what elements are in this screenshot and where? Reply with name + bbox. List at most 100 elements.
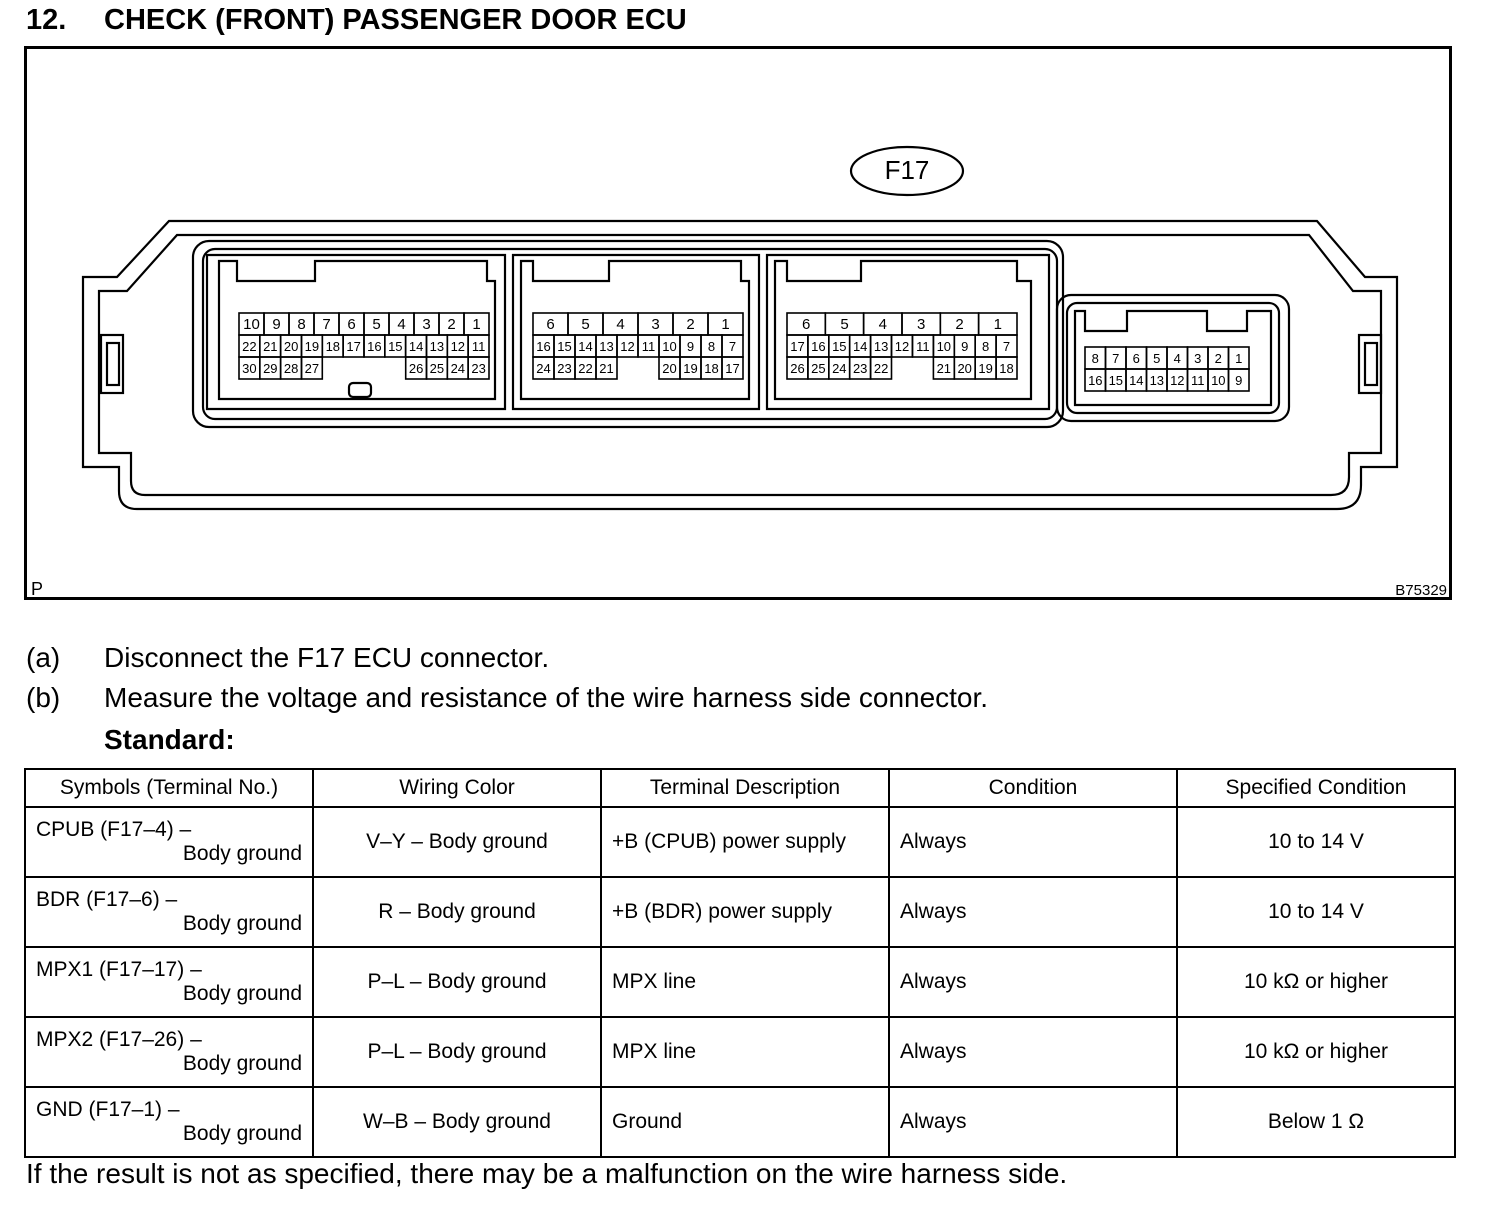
- pin-number: 23: [557, 361, 571, 376]
- pin-number: 21: [263, 339, 277, 354]
- pin-number: 2: [447, 316, 455, 333]
- pin-number: 14: [409, 339, 423, 354]
- pin-number: 10: [937, 339, 951, 354]
- right-clip-inner: [1363, 341, 1379, 387]
- ground-text: Body ground: [182, 842, 302, 865]
- pin-number: 24: [832, 361, 846, 376]
- symbol-text: BDR (F17–6) –: [36, 888, 178, 911]
- pin-number: 3: [1194, 351, 1201, 366]
- header-specified: Specified Condition: [1176, 768, 1456, 808]
- pin-number: 20: [957, 361, 971, 376]
- cell-description: MPX line: [600, 946, 890, 1018]
- cell-description: +B (CPUB) power supply: [600, 806, 890, 878]
- cell-description: MPX line: [600, 1016, 890, 1088]
- main-shell-outer: [191, 239, 1065, 429]
- pin-number: 17: [725, 361, 739, 376]
- connector-label-ellipse: [849, 145, 965, 197]
- pin-number: 3: [917, 316, 925, 333]
- pin-number: 5: [581, 316, 589, 333]
- pin-number: 26: [790, 361, 804, 376]
- pin-number: 9: [687, 339, 694, 354]
- pin-number: 16: [1088, 373, 1102, 388]
- pin-number: 12: [1170, 373, 1184, 388]
- cell-condition: Always: [888, 1086, 1178, 1158]
- pin-number: 6: [802, 316, 810, 333]
- cell-specified: 10 to 14 V: [1176, 806, 1456, 878]
- cell-wiring: P–L – Body ground: [312, 946, 602, 1018]
- step-a: (a)Disconnect the F17 ECU connector.: [26, 642, 549, 674]
- pin-number: 13: [874, 339, 888, 354]
- pin-number: 15: [388, 339, 402, 354]
- pin-number: 12: [895, 339, 909, 354]
- pin-number: 25: [811, 361, 825, 376]
- cell-symbol: CPUB (F17–4) –Body ground: [24, 806, 314, 878]
- pin-number: 18: [704, 361, 718, 376]
- left-clip: [99, 333, 125, 395]
- pin-number: 7: [322, 316, 330, 333]
- pin-number: 19: [978, 361, 992, 376]
- step-text: Disconnect the F17 ECU connector.: [104, 642, 550, 673]
- pin-number: 5: [372, 316, 380, 333]
- cell-specified: 10 to 14 V: [1176, 876, 1456, 948]
- pin-number: 3: [651, 316, 659, 333]
- pin-number: 4: [879, 316, 887, 333]
- pin-number: 26: [409, 361, 423, 376]
- pin-number: 16: [811, 339, 825, 354]
- pin-number: 9: [272, 316, 280, 333]
- cell-symbol: BDR (F17–6) –Body ground: [24, 876, 314, 948]
- pin-number: 21: [937, 361, 951, 376]
- pin-number: 11: [472, 339, 486, 354]
- cell-description: +B (BDR) power supply: [600, 876, 890, 948]
- pin-number: 14: [578, 339, 592, 354]
- pin-number: 15: [1109, 373, 1123, 388]
- table-header-row: Symbols (Terminal No.) Wiring Color Term…: [24, 768, 1456, 808]
- pin-number: 6: [546, 316, 554, 333]
- cell-condition: Always: [888, 946, 1178, 1018]
- cell-symbol: MPX1 (F17–17) –Body ground: [24, 946, 314, 1018]
- step-text: Measure the voltage and resistance of th…: [104, 682, 989, 713]
- pin-cell: [1227, 368, 1250, 392]
- symbol-text: GND (F17–1) –: [36, 1098, 180, 1121]
- pin-number: 22: [242, 339, 256, 354]
- pin-number: 4: [1174, 351, 1181, 366]
- pin-number: 4: [397, 316, 405, 333]
- cell-wiring: V–Y – Body ground: [312, 806, 602, 878]
- pin-number: 10: [662, 339, 676, 354]
- pin-number: 22: [578, 361, 592, 376]
- pin-number: 11: [1191, 373, 1205, 388]
- pin-number: 16: [536, 339, 550, 354]
- pin-number: 22: [874, 361, 888, 376]
- block2-shell: [511, 253, 761, 411]
- pin-number: 13: [430, 339, 444, 354]
- symbol-text: MPX2 (F17–26) –: [36, 1028, 202, 1051]
- pin-number: 16: [367, 339, 381, 354]
- block1-shell: [205, 253, 507, 411]
- pin-number: 14: [1129, 373, 1143, 388]
- standard-label: Standard:: [104, 724, 235, 755]
- pin-cell: [595, 356, 618, 380]
- pin-number: 2: [686, 316, 694, 333]
- pin-number: 18: [326, 339, 340, 354]
- step-b: (b)Measure the voltage and resistance of…: [26, 682, 988, 714]
- pin-number: 2: [1215, 351, 1222, 366]
- right-clip: [1357, 333, 1383, 395]
- pin-number: 12: [451, 339, 465, 354]
- pin-number: 14: [853, 339, 867, 354]
- left-clip-inner: [105, 341, 121, 387]
- figure-code: B75329: [1395, 582, 1447, 597]
- result-note: If the result is not as specified, there…: [26, 1158, 1068, 1189]
- cell-specified: Below 1 Ω: [1176, 1086, 1456, 1158]
- pin-number: 15: [557, 339, 571, 354]
- pin-number: 13: [1150, 373, 1164, 388]
- specification-table: Symbols (Terminal No.) Wiring Color Term…: [24, 768, 1456, 1158]
- pin-number: 4: [616, 316, 624, 333]
- corner-label: P: [31, 579, 43, 597]
- symbol-text: CPUB (F17–4) –: [36, 818, 192, 841]
- pin-number: 3: [422, 316, 430, 333]
- pin-number: 15: [832, 339, 846, 354]
- table-row: CPUB (F17–4) –Body ground V–Y – Body gro…: [24, 806, 1456, 878]
- section-number: 12.: [26, 4, 67, 36]
- section-title: CHECK (FRONT) PASSENGER DOOR ECU: [104, 4, 687, 36]
- pin-number: 19: [305, 339, 319, 354]
